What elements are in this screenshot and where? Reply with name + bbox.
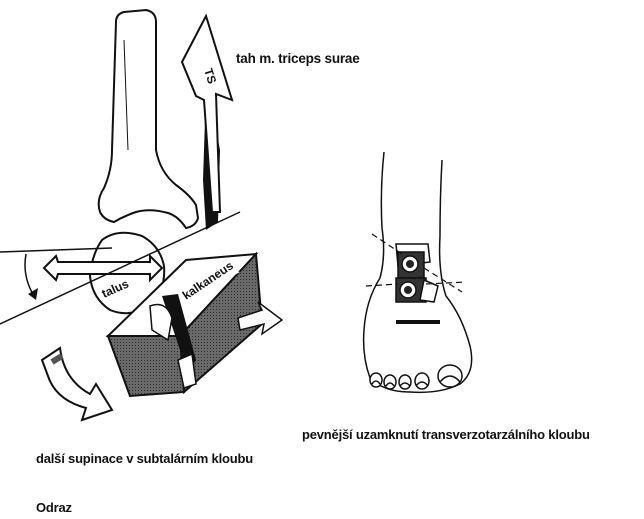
odraz-caption: Odraz	[36, 500, 72, 515]
tibia-bone	[99, 10, 198, 228]
angle-arc	[25, 254, 34, 296]
locking-bar	[396, 320, 440, 324]
right-figure	[364, 152, 472, 392]
tarsal-bones	[396, 244, 438, 302]
locking-caption: pevnější uzamknutí transverzotarzálního …	[302, 427, 590, 442]
left-figure: TS talus kalkaneus	[0, 10, 282, 420]
triceps-label: tah m. triceps surae	[236, 51, 360, 66]
dashed-line-3	[366, 284, 398, 286]
toes	[370, 365, 462, 389]
supination-caption: další supinace v subtalárním kloubu	[36, 451, 253, 466]
